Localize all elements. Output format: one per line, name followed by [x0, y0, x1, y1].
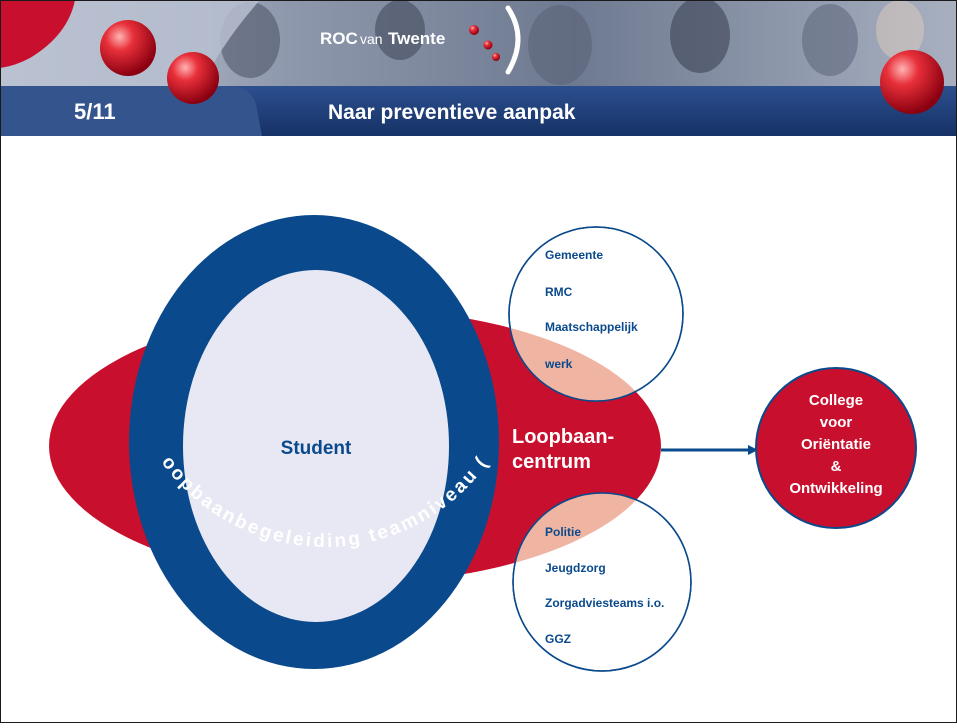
college-circle	[755, 367, 917, 529]
college-line-2: voor	[820, 414, 853, 431]
decorative-ball	[880, 50, 944, 114]
top-item-1: Gemeente	[545, 248, 603, 262]
page-number: 5/11	[74, 99, 116, 124]
bottom-item-1: Politie	[545, 525, 581, 539]
bottom-item-3: Zorgadviesteams i.o.	[545, 596, 664, 610]
logo-twente: Twente	[388, 29, 445, 48]
bottom-item-2: Jeugdzorg	[545, 561, 606, 575]
loopbaan-label-2: centrum	[512, 451, 591, 473]
top-item-2: RMC	[545, 285, 573, 299]
college-line-1: College	[809, 392, 863, 409]
bottom-item-4: GGZ	[545, 632, 571, 646]
decorative-ball	[167, 52, 219, 104]
college-line-5: Ontwikkeling	[789, 480, 882, 497]
decorative-ball	[100, 20, 156, 76]
logo-roc: ROC	[320, 29, 358, 48]
photo-figures	[220, 0, 924, 85]
college-line-3: Oriëntatie	[801, 436, 871, 453]
red-corner-shape	[0, 0, 75, 68]
loopbaan-label-1: Loopbaan-	[512, 426, 614, 448]
logo-van: van	[360, 31, 383, 47]
page-title: Naar preventieve aanpak	[328, 101, 576, 124]
header-banner: ROC van Twente 5/11 Naar preventieve aan…	[0, 0, 957, 136]
student-label: Student	[281, 438, 352, 459]
top-item-4: werk	[544, 357, 573, 371]
top-item-3: Maatschappelijk	[545, 320, 638, 334]
student-ellipse	[183, 270, 449, 622]
roc-logo: ROC van Twente	[320, 5, 521, 75]
college-line-4: &	[831, 458, 842, 475]
